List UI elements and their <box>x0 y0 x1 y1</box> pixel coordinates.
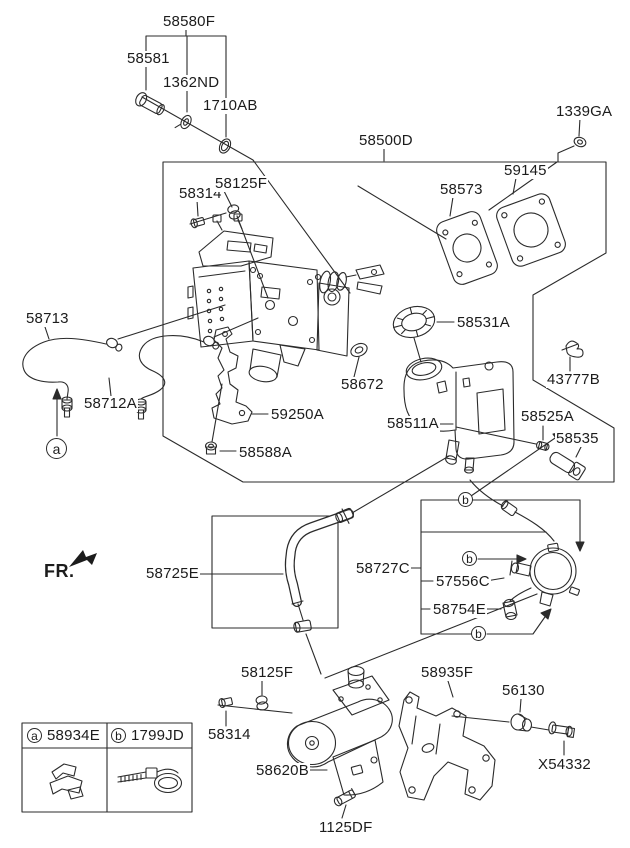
bolt-58314-bottom-icon <box>218 697 292 726</box>
legend-marker-b: b <box>111 728 126 743</box>
bolt-58588A-icon <box>206 384 237 454</box>
reservoir-58511A-icon <box>404 355 514 473</box>
part-label-58125F-bottom: 58125F <box>240 664 295 681</box>
fr-label: FR. <box>44 561 75 581</box>
reservoir-cap-58531A-icon <box>390 302 454 362</box>
legend-table <box>22 723 192 812</box>
callout-marker-b-mid: b <box>462 551 477 566</box>
part-label-58580F: 58580F <box>162 13 217 30</box>
callout-marker-a: a <box>46 438 67 459</box>
bolt-X54332-icon <box>548 721 575 755</box>
part-label-58535: 58535 <box>555 430 600 447</box>
nut-58125F-bottom-icon <box>256 681 269 711</box>
part-label-58672: 58672 <box>340 376 385 393</box>
callout-marker-b-bottom: b <box>471 626 486 641</box>
part-label-58573: 58573 <box>439 181 484 198</box>
bushing-56130-icon <box>511 699 532 731</box>
part-label-58713: 58713 <box>25 310 70 327</box>
part-label-58725E: 58725E <box>145 565 200 582</box>
legend-cable-tie-1799JD-icon <box>118 768 182 793</box>
part-label-58525A: 58525A <box>520 408 575 425</box>
pin-58525A-icon <box>456 426 550 451</box>
legend-marker-a: a <box>27 728 42 743</box>
assembly-boundary-58500D <box>163 148 614 482</box>
part-label-57556C: 57556C <box>435 573 491 590</box>
part-label-58588A: 58588A <box>238 444 293 461</box>
gasket-58573-icon <box>434 197 500 287</box>
part-label-58531A: 58531A <box>456 314 511 331</box>
oring-1710AB-icon <box>217 137 233 155</box>
washer-1362ND-icon <box>175 113 193 133</box>
bolt-58314-top-icon <box>190 200 205 228</box>
grommet-58672-icon <box>349 341 369 377</box>
part-label-1710AB: 1710AB <box>202 97 259 114</box>
legend-part-58934E: 58934E <box>46 727 101 744</box>
nut-1339GA-icon <box>558 118 587 162</box>
bracket-59250A-icon <box>212 327 268 424</box>
part-label-58125F-top: 58125F <box>214 175 269 192</box>
callout-b-box <box>405 432 584 634</box>
booster-assembly-58500D-icon <box>188 214 384 384</box>
callout-marker-b-top: b <box>458 492 473 507</box>
part-label-58712A: 58712A <box>83 395 138 412</box>
part-label-58511A: 58511A <box>386 415 440 432</box>
part-label-43777B: 43777B <box>546 371 601 388</box>
nut-58125F-top-icon <box>190 191 268 298</box>
part-label-1125DF: 1125DF <box>318 819 374 836</box>
bracket-58935F-icon <box>399 681 549 800</box>
part-label-59145: 59145 <box>503 162 548 179</box>
legend-clip-58934E-icon <box>50 764 83 799</box>
part-label-X54332: X54332 <box>537 756 592 773</box>
part-label-58314-top: 58314 <box>178 185 223 202</box>
legend-part-1799JD: 1799JD <box>130 727 185 744</box>
part-label-58935F: 58935F <box>420 664 475 681</box>
part-label-58581: 58581 <box>126 50 171 67</box>
callout-a-arrow <box>53 389 61 436</box>
fitting-58535-icon <box>548 447 586 481</box>
pump-58620B-icon <box>287 667 392 796</box>
part-label-58754E: 58754E <box>432 601 487 618</box>
hose-58725E-icon <box>197 456 449 674</box>
pin-58581-icon <box>133 91 166 117</box>
part-label-59250A: 59250A <box>270 406 325 423</box>
bolt-1125DF-icon <box>333 789 356 818</box>
part-label-1362ND: 1362ND <box>162 74 221 91</box>
part-label-58500D: 58500D <box>358 132 414 149</box>
brake-pipe-58713-icon <box>23 305 225 417</box>
part-label-58620B: 58620B <box>255 762 310 779</box>
gasket-59145-icon <box>358 162 568 269</box>
clip-43777B-icon <box>562 341 583 371</box>
tube-assembly-58727C-icon <box>325 480 580 678</box>
part-label-58727C: 58727C <box>355 560 411 577</box>
part-label-1339GA: 1339GA <box>555 103 614 120</box>
part-label-58314-bottom: 58314 <box>207 726 252 743</box>
top-bracket-lines <box>142 29 350 293</box>
fr-direction-arrow-icon <box>69 550 97 567</box>
part-label-56130: 56130 <box>501 682 546 699</box>
